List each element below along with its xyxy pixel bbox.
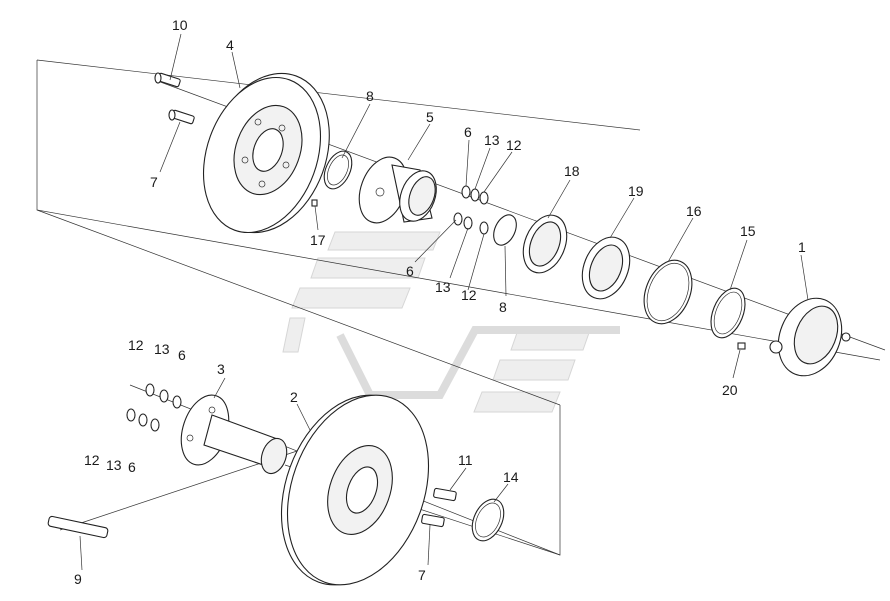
shaft-flange-3	[180, 394, 288, 475]
retaining-ring-8-upper	[323, 150, 353, 190]
callout-4: 4	[226, 37, 234, 53]
snap-ring-16	[643, 259, 693, 325]
callout-7-upper: 7	[150, 174, 158, 190]
pin-20	[737, 342, 746, 350]
callout-20: 20	[722, 382, 738, 398]
callout-19: 19	[628, 183, 644, 199]
assembly-axis-lines	[36, 59, 886, 556]
callout-5: 5	[426, 109, 434, 125]
callout-1: 1	[798, 239, 806, 255]
key-9	[47, 515, 109, 539]
hub-5	[358, 156, 437, 224]
brake-disc-lower	[280, 394, 430, 586]
grease-nipple-17	[311, 199, 318, 207]
brake-disc-upper	[202, 72, 330, 234]
callout-13-lower-bottom: 13	[106, 457, 122, 473]
bolt-10	[154, 72, 181, 88]
callout-8-middle: 8	[499, 299, 507, 315]
ring-15	[710, 287, 746, 339]
bolt-11	[433, 487, 457, 502]
callout-10: 10	[172, 17, 188, 33]
callout-7-lower: 7	[418, 567, 426, 583]
callout-13-lower-top: 13	[154, 341, 170, 357]
callout-6-middle: 6	[406, 263, 414, 279]
callout-6-upper: 6	[464, 124, 472, 140]
callout-13-middle: 13	[435, 279, 451, 295]
callout-8-upper: 8	[366, 88, 374, 104]
callout-12-lower-top: 12	[128, 337, 144, 353]
nut-washer-group-upper	[453, 185, 489, 235]
callout-13-upper: 13	[484, 132, 500, 148]
callout-16: 16	[686, 203, 702, 219]
bearing-19	[581, 236, 631, 300]
callout-3: 3	[217, 361, 225, 377]
callout-11: 11	[458, 452, 473, 468]
retaining-ring-8-middle	[493, 214, 517, 246]
callout-17: 17	[310, 232, 326, 248]
callout-14: 14	[503, 469, 519, 485]
callout-6-lower-top: 6	[178, 347, 186, 363]
housing-1	[769, 297, 851, 377]
nut-washer-group-lower	[126, 383, 182, 432]
seal-18	[522, 214, 568, 274]
callout-12-upper: 12	[506, 137, 522, 153]
callout-12-lower-bottom: 12	[84, 452, 100, 468]
leader-lines	[79, 33, 809, 571]
callout-labels: 10 4 8 5 6 13 12 7 17 18 19 16 15 1 6 13…	[74, 17, 806, 587]
bolt-7-upper	[168, 109, 195, 125]
callout-9: 9	[74, 571, 82, 587]
callout-18: 18	[564, 163, 580, 179]
ring-14	[471, 498, 505, 542]
callout-6-lower-bottom: 6	[128, 459, 136, 475]
callout-2: 2	[290, 389, 298, 405]
callout-12-middle: 12	[461, 287, 477, 303]
callout-15: 15	[740, 223, 756, 239]
watermark-logo	[282, 231, 620, 413]
bolt-7-lower	[421, 513, 445, 528]
